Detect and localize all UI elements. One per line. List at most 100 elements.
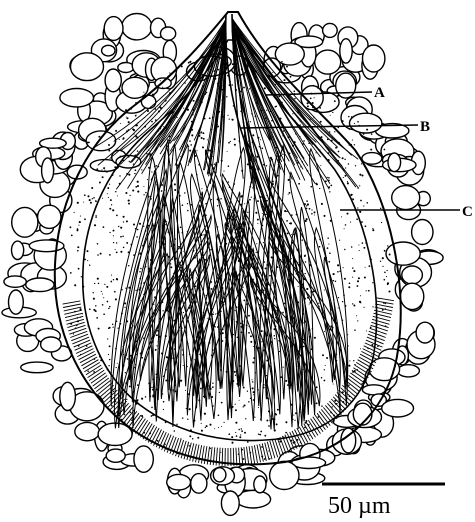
stipple-dot — [285, 333, 286, 334]
stipple-dot — [255, 115, 257, 117]
stipple-dot — [232, 380, 234, 382]
stipple-dot — [95, 215, 96, 216]
stipple-dot — [266, 360, 268, 362]
stipple-dot — [205, 203, 207, 205]
stipple-dot — [301, 250, 302, 251]
stipple-dot — [99, 356, 101, 358]
wall-hatch-line — [75, 343, 92, 350]
stipple-dot — [279, 351, 280, 352]
stipple-dot — [150, 259, 152, 261]
peridium-cell — [382, 399, 414, 417]
stipple-dot — [233, 183, 235, 185]
stipple-dot — [125, 288, 126, 289]
stipple-dot — [289, 192, 291, 194]
stipple-dot — [247, 114, 248, 115]
peridium-cell — [122, 14, 152, 40]
stipple-dot — [241, 326, 243, 328]
stipple-dot — [174, 385, 175, 386]
wall-hatch-line — [201, 446, 204, 464]
peridium-cell — [71, 53, 104, 81]
stipple-dot — [285, 308, 287, 310]
stipple-dot — [209, 117, 211, 119]
stipple-dot — [334, 400, 336, 402]
stipple-dot — [219, 392, 220, 393]
peridium-cell — [392, 186, 420, 210]
stipple-dot — [384, 250, 386, 252]
wall-hatch-line — [247, 447, 249, 465]
stipple-dot — [198, 375, 200, 377]
stipple-dot — [384, 302, 386, 304]
stipple-dot — [206, 425, 208, 427]
stipple-dot — [230, 376, 232, 378]
stipple-dot — [133, 391, 135, 393]
stipple-dot — [324, 289, 325, 290]
stipple-dot — [291, 258, 292, 259]
stipple-dot — [130, 411, 132, 413]
stipple-dot — [137, 191, 139, 193]
stipple-dot — [252, 387, 254, 389]
stipple-dot — [147, 146, 148, 147]
stipple-dot — [277, 80, 278, 81]
stipple-dot — [326, 357, 328, 359]
stipple-dot — [219, 246, 220, 247]
stipple-dot — [266, 375, 267, 376]
stipple-dot — [164, 444, 165, 445]
stipple-dot — [263, 349, 265, 351]
stipple-dot — [240, 110, 242, 112]
stipple-dot — [288, 350, 289, 351]
stipple-dot — [164, 156, 165, 157]
stipple-dot — [104, 170, 105, 171]
peridium-cell — [362, 385, 385, 395]
stipple-dot — [139, 287, 141, 289]
stipple-dot — [335, 358, 336, 359]
stipple-dot — [163, 401, 165, 403]
stipple-dot — [343, 177, 344, 178]
stipple-dot — [126, 354, 128, 356]
stipple-dot — [293, 317, 295, 319]
stipple-dot — [126, 320, 128, 322]
stipple-dot — [101, 291, 102, 292]
stipple-dot — [308, 109, 309, 110]
stipple-dot — [206, 302, 207, 303]
stipple-dot — [212, 349, 214, 351]
stipple-dot — [248, 227, 250, 229]
stipple-dot — [237, 337, 239, 339]
stipple-dot — [155, 177, 156, 178]
stipple-dot — [109, 254, 111, 256]
stipple-dot — [295, 133, 296, 134]
stipple-dot — [301, 354, 303, 356]
stipple-dot — [286, 66, 288, 68]
stipple-dot — [177, 452, 179, 454]
stipple-dot — [303, 140, 305, 142]
stipple-dot — [119, 183, 121, 185]
stipple-dot — [294, 98, 295, 99]
stipple-dot — [77, 250, 79, 252]
stipple-dot — [163, 409, 164, 410]
stipple-dot — [187, 203, 188, 204]
stipple-dot — [180, 102, 181, 103]
stipple-dot — [217, 126, 219, 128]
stipple-dot — [367, 202, 369, 204]
stipple-dot — [243, 387, 245, 389]
stipple-dot — [257, 83, 259, 85]
stipple-dot — [253, 391, 255, 393]
stipple-dot — [265, 117, 267, 119]
stipple-dot — [304, 203, 306, 205]
stipple-dot — [185, 283, 187, 285]
stipple-dot — [185, 271, 186, 272]
stipple-dot — [107, 187, 109, 189]
stipple-dot — [84, 194, 86, 196]
stipple-dot — [263, 69, 264, 70]
stipple-dot — [79, 308, 81, 310]
stipple-dot — [197, 437, 199, 439]
stipple-dot — [158, 110, 160, 112]
stipple-dot — [76, 324, 78, 326]
stipple-dot — [190, 204, 192, 206]
stipple-dot — [188, 343, 189, 344]
stipple-dot — [160, 80, 161, 81]
stipple-dot — [276, 320, 277, 321]
stipple-dot — [120, 251, 122, 253]
stipple-dot — [352, 303, 353, 304]
stipple-dot — [128, 251, 130, 253]
stipple-dot — [214, 70, 216, 72]
